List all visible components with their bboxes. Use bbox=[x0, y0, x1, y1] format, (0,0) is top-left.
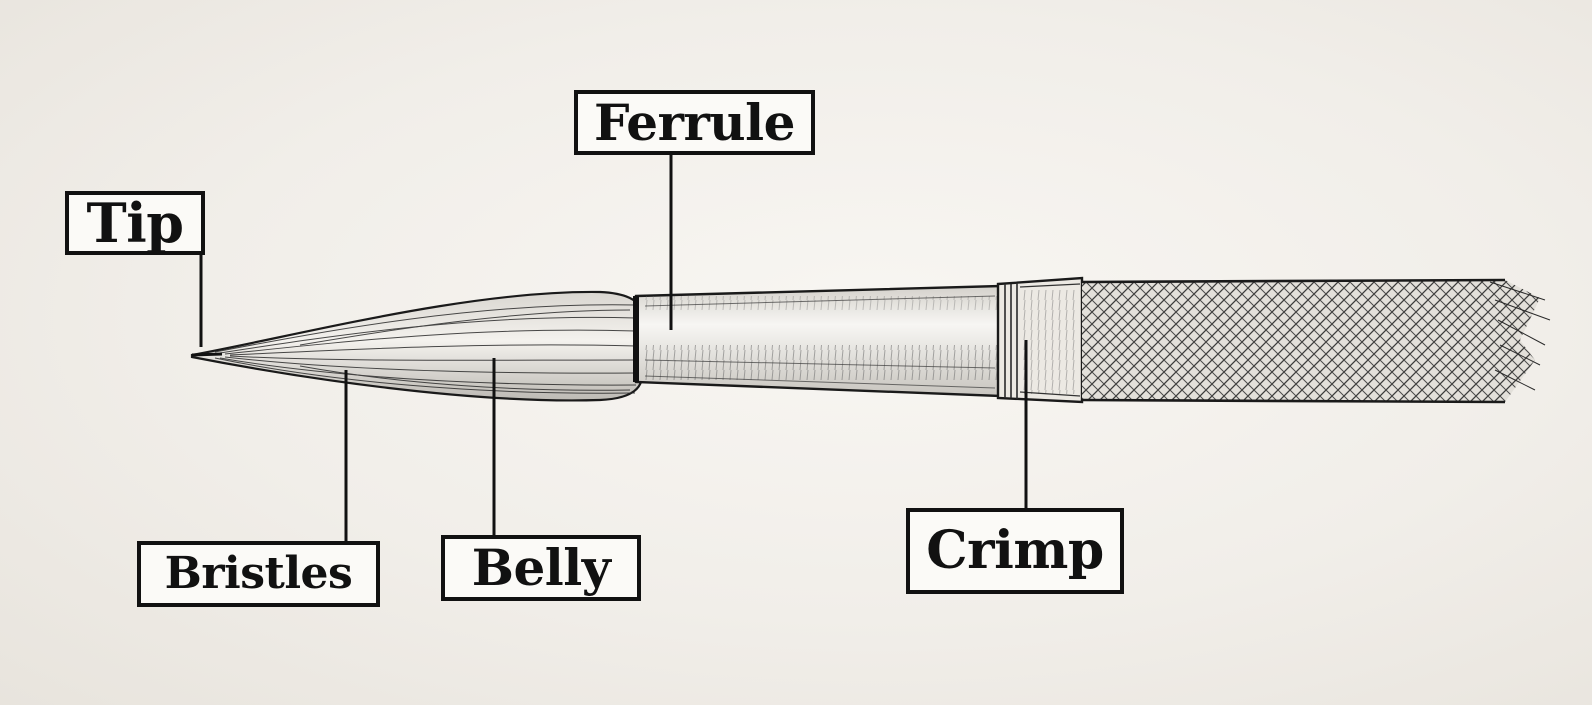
label-belly: Belly bbox=[441, 535, 641, 601]
brush-handle-drawing bbox=[1081, 278, 1551, 404]
brush-bristles-drawing bbox=[190, 290, 644, 402]
label-ferrule: Ferrule bbox=[574, 90, 815, 155]
leader-lines bbox=[199, 155, 1028, 541]
label-tip: Tip bbox=[65, 191, 205, 255]
label-bristles: Bristles bbox=[137, 541, 380, 607]
label-crimp: Crimp bbox=[906, 508, 1124, 594]
brush-ferrule-drawing bbox=[633, 284, 1002, 398]
brush-crimp-drawing bbox=[996, 276, 1084, 404]
